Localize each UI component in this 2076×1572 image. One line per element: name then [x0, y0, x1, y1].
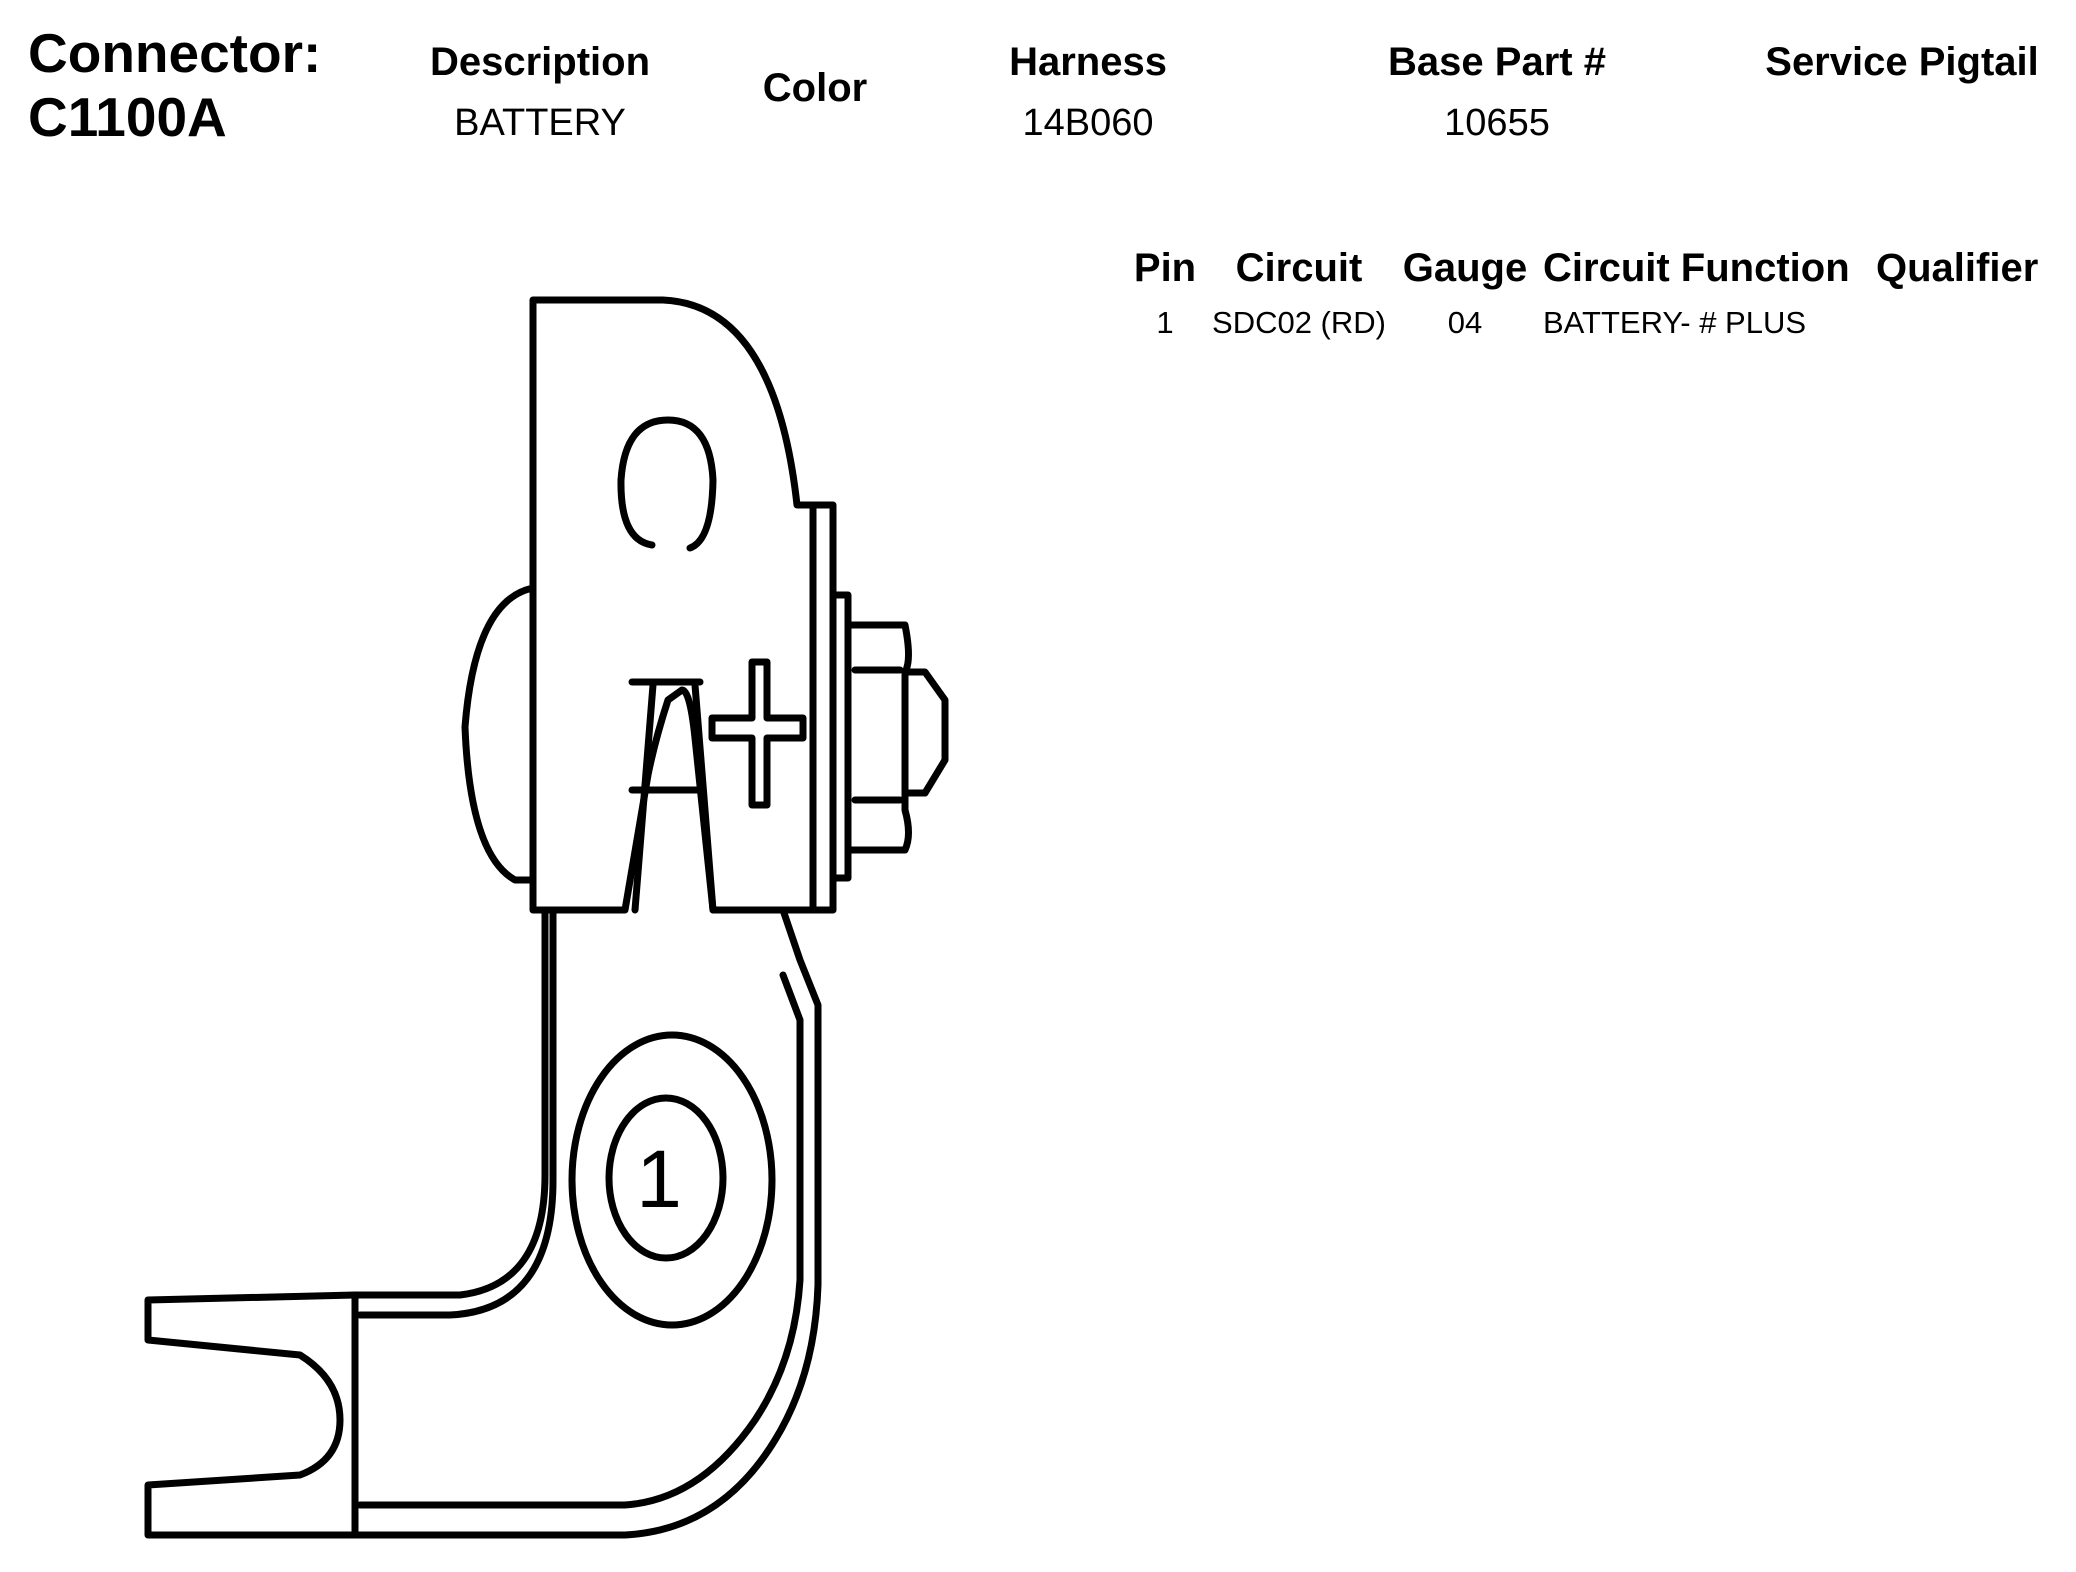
plus-sign-icon	[708, 658, 807, 809]
nut	[844, 621, 912, 854]
column-header-qualifier: Qualifier	[1876, 246, 2039, 290]
column-header-circuit-function: Circuit Function	[1543, 246, 1850, 290]
base-part-value: 10655	[1444, 102, 1550, 144]
cell-circuit-function: BATTERY- # PLUS	[1543, 305, 1807, 340]
nut-edge	[851, 666, 904, 804]
harness-label: Harness	[1009, 40, 1167, 84]
column-header-gauge: Gauge	[1402, 246, 1528, 290]
description-value: BATTERY	[454, 102, 626, 144]
service-pigtail-label: Service Pigtail	[1765, 40, 2039, 84]
bolt-head	[461, 584, 537, 884]
terminal-arm-inner	[356, 906, 804, 1509]
clamp-body	[529, 296, 837, 914]
column-header-pin: Pin	[1133, 246, 1197, 290]
connector-id: C1100A	[28, 86, 227, 148]
cell-circuit: SDC02 (RD)	[1212, 305, 1386, 340]
pin-callout-inner	[605, 1094, 727, 1262]
stud-tip	[901, 668, 949, 797]
description-label: Description	[429, 40, 651, 84]
pin-callout-outer	[568, 1031, 776, 1329]
connector-label: Connector:	[28, 22, 322, 84]
pin-callout-number: 1	[636, 1134, 682, 1225]
fork-terminal	[144, 1291, 359, 1539]
base-part-label: Base Part #	[1388, 40, 1606, 84]
cell-gauge: 04	[1447, 305, 1483, 340]
terminal-arm-outer	[351, 906, 822, 1539]
keyhole-slot	[617, 416, 717, 914]
color-label: Color	[762, 66, 868, 110]
cell-pin: 1	[1156, 305, 1174, 340]
column-header-circuit: Circuit	[1235, 246, 1363, 290]
harness-value: 14B060	[1022, 102, 1154, 144]
